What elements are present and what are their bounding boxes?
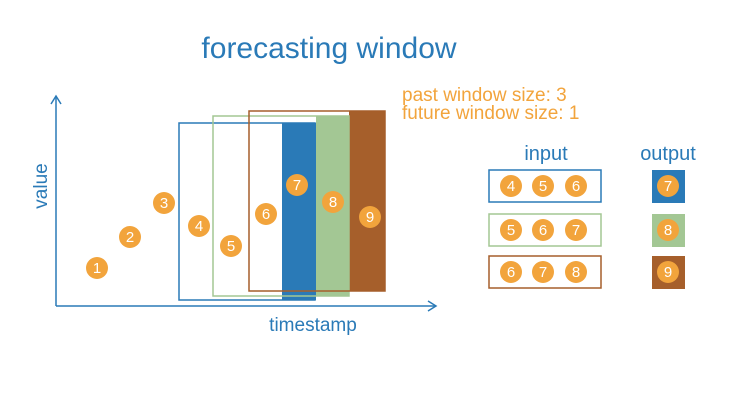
- data-point-7: 7: [286, 174, 308, 196]
- output-value: 7: [664, 178, 672, 195]
- future-window-size-note: future window size: 1: [402, 103, 579, 124]
- data-point-9: 9: [359, 206, 381, 228]
- data-point-label: 1: [93, 260, 101, 277]
- window-outline-green: [212, 115, 350, 297]
- y-axis-arrowhead: [50, 94, 62, 105]
- window-outline-blue: [178, 122, 316, 301]
- input-value: 8: [572, 264, 580, 281]
- axes: [50, 94, 438, 312]
- data-point-label: 6: [262, 206, 270, 223]
- data-point-8: 8: [322, 191, 344, 213]
- diagram-title: forecasting window: [201, 32, 456, 65]
- data-point-label: 3: [160, 195, 168, 212]
- input-window-box: [488, 169, 602, 203]
- data-point-4: 4: [188, 215, 210, 237]
- input-window-box: [488, 255, 602, 289]
- data-point-3: 3: [153, 192, 175, 214]
- input-value: 7: [539, 264, 547, 281]
- output-value: 8: [664, 222, 672, 239]
- input-window-box: [488, 213, 602, 247]
- table-row-2: 5 6 7 8: [488, 213, 685, 247]
- data-point-label: 8: [329, 194, 337, 211]
- x-axis-label: timestamp: [269, 315, 357, 336]
- data-point-5: 5: [220, 235, 242, 257]
- data-point-label: 5: [227, 238, 235, 255]
- window-outline-brown: [248, 110, 386, 292]
- data-point-label: 4: [195, 218, 203, 235]
- data-point-2: 2: [119, 226, 141, 248]
- data-point-6: 6: [255, 203, 277, 225]
- data-point-label: 7: [293, 177, 301, 194]
- target-bar-7: [282, 123, 316, 300]
- input-value: 6: [507, 264, 515, 281]
- input-value: 6: [539, 222, 547, 239]
- input-value: 5: [539, 178, 547, 195]
- input-header: input: [524, 143, 568, 165]
- input-value: 6: [572, 178, 580, 195]
- x-axis-arrowhead: [427, 300, 438, 312]
- table-row-3: 6 7 8 9: [488, 255, 685, 289]
- input-value: 4: [507, 178, 515, 195]
- output-value: 9: [664, 264, 672, 281]
- target-bar-9: [349, 111, 385, 291]
- past-window-size-note: past window size: 3: [402, 85, 567, 106]
- y-axis-label: value: [31, 163, 52, 208]
- data-point-label: 2: [126, 229, 134, 246]
- data-point-1: 1: [86, 257, 108, 279]
- output-header: output: [640, 143, 696, 165]
- input-value: 5: [507, 222, 515, 239]
- table-row-1: 4 5 6 7: [488, 169, 685, 203]
- input-value: 7: [572, 222, 580, 239]
- data-point-label: 9: [366, 209, 374, 226]
